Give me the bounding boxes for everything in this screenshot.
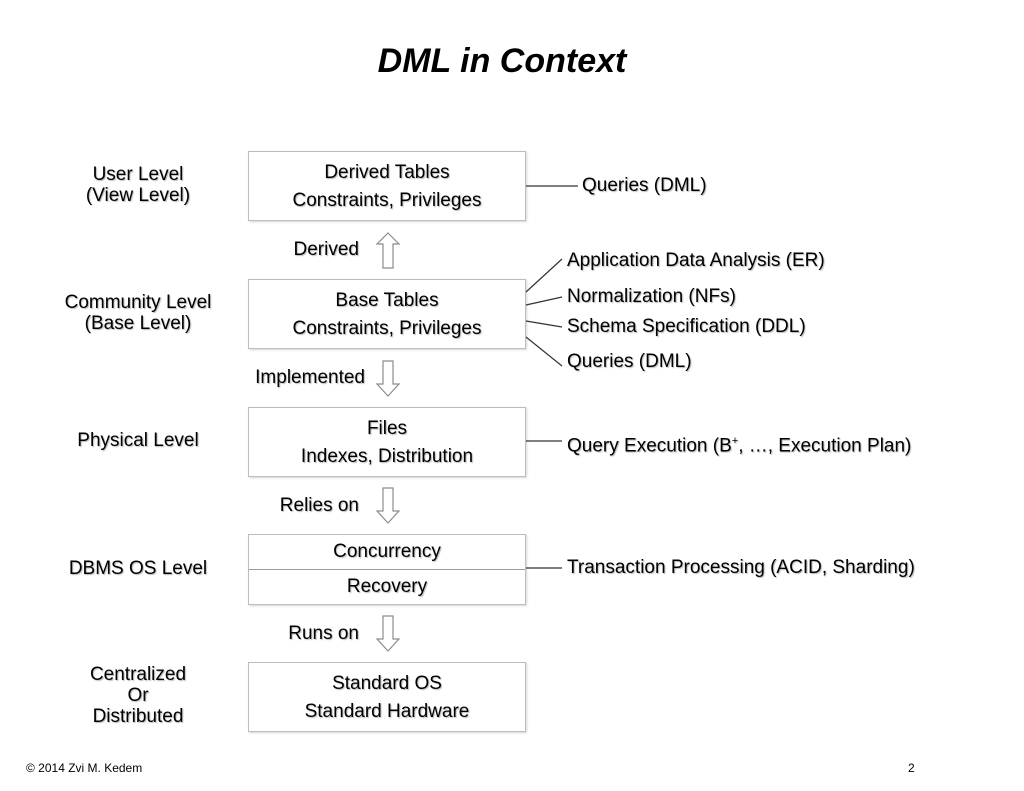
level-label-line: (View Level)	[85, 185, 191, 206]
level-label-line: Centralized	[89, 664, 187, 685]
level-label-user: User Level (View Level)	[38, 164, 238, 206]
level-label-line: Community Level	[64, 292, 212, 313]
box-dbms-os: Concurrency Recovery	[248, 534, 526, 605]
arrow-label-runs-on: Runs on	[288, 623, 359, 644]
box-standard-os: Standard OS Standard Hardware	[248, 662, 526, 732]
box-line: Indexes, Distribution	[300, 446, 474, 467]
box-line: Base Tables	[335, 290, 439, 311]
line-app-analysis	[525, 258, 563, 293]
arrow-label-implemented: Implemented	[255, 367, 365, 388]
note-query-execution: Query Execution (B+, …, Execution Plan)	[567, 430, 911, 457]
note-user-queries: Queries (DML)	[582, 175, 707, 196]
level-label-line: Or	[127, 685, 149, 706]
box-files: Files Indexes, Distribution	[248, 407, 526, 477]
level-label-dbms-os: DBMS OS Level	[38, 558, 238, 579]
box-line: Standard Hardware	[304, 701, 470, 722]
box-derived-tables: Derived Tables Constraints, Privileges	[248, 151, 526, 221]
level-label-physical: Physical Level	[38, 430, 238, 451]
box-line: Standard OS	[332, 673, 442, 694]
note-community-queries: Queries (DML)	[567, 351, 692, 372]
level-label-line: User Level	[92, 164, 184, 185]
arrow-down-implemented	[375, 360, 401, 397]
arrow-down-relies-on	[375, 487, 401, 524]
line-normalization	[525, 296, 563, 306]
arrow-up-derived	[375, 232, 401, 269]
note-normalization: Normalization (NFs)	[567, 286, 736, 307]
level-label-community: Community Level (Base Level)	[38, 292, 238, 334]
box-line: Constraints, Privileges	[292, 318, 482, 339]
box-cell-concurrency: Concurrency	[333, 541, 441, 562]
box-base-tables: Base Tables Constraints, Privileges	[248, 279, 526, 349]
box-cell-recovery: Recovery	[249, 569, 525, 604]
arrow-down-runs-on	[375, 615, 401, 652]
level-label-line: Physical Level	[77, 430, 199, 451]
note-text: Query Execution (B	[567, 435, 732, 457]
arrow-label-relies-on: Relies on	[279, 495, 359, 516]
note-text: , …, Execution Plan)	[738, 435, 912, 457]
footer-copyright: © 2014 Zvi M. Kedem	[26, 761, 143, 775]
note-transaction-processing: Transaction Processing (ACID, Sharding)	[567, 557, 915, 578]
line-schema-spec	[525, 320, 563, 328]
box-line: Derived Tables	[324, 162, 450, 183]
arrow-label-derived: Derived	[293, 239, 359, 260]
box-line: Files	[366, 418, 408, 439]
level-label-line: (Base Level)	[84, 313, 192, 334]
slide-title: DML in Context	[377, 42, 627, 80]
level-label-centralized: Centralized Or Distributed	[38, 664, 238, 727]
note-schema-spec: Schema Specification (DDL)	[567, 316, 806, 337]
footer-page-number: 2	[908, 761, 915, 775]
note-app-analysis: Application Data Analysis (ER)	[567, 250, 825, 271]
line-community-queries	[525, 336, 563, 367]
level-label-line: DBMS OS Level	[68, 558, 208, 579]
level-label-line: Distributed	[92, 706, 184, 727]
note-superscript: +	[731, 435, 739, 447]
box-line: Constraints, Privileges	[292, 190, 482, 211]
